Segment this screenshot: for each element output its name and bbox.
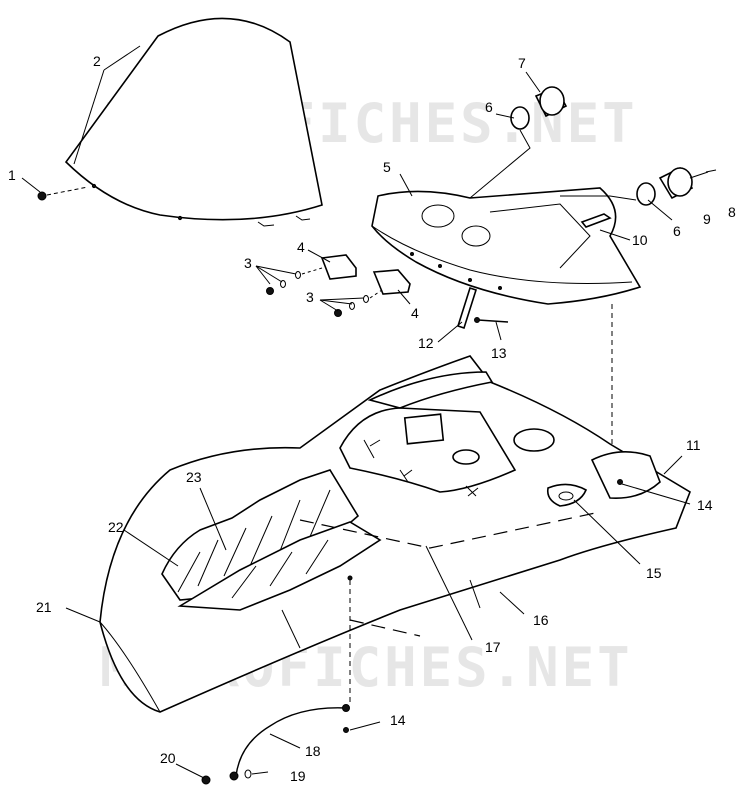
- callout-15: 15: [646, 565, 662, 581]
- instrument-panel: [371, 187, 642, 305]
- callout-22: 22: [108, 519, 124, 535]
- callout-10: 10: [632, 232, 648, 248]
- callout-21: 21: [36, 599, 52, 615]
- callout-3b: 3: [306, 289, 314, 305]
- windshield: [64, 17, 323, 227]
- callout-17: 17: [485, 639, 501, 655]
- hardware-3-upper: [266, 267, 323, 295]
- screw-1: [37, 186, 89, 201]
- callout-23: 23: [186, 469, 202, 485]
- callout-labels: 1 2 3 3 4 4 5 6 6 7 8 9 10 11 12 13 14 1…: [8, 53, 736, 784]
- cable-18: [201, 580, 351, 785]
- callout-6b: 6: [673, 223, 681, 239]
- callout-6a: 6: [485, 99, 493, 115]
- callout-16: 16: [533, 612, 549, 628]
- callout-4a: 4: [297, 239, 305, 255]
- bracket-upper: [320, 254, 357, 280]
- callout-13: 13: [491, 345, 507, 361]
- callout-11: 11: [686, 437, 701, 453]
- callout-4b: 4: [411, 305, 419, 321]
- callout-1: 1: [8, 167, 16, 183]
- harness-12: [457, 286, 477, 330]
- hardware-3-lower: [334, 289, 383, 317]
- callout-5: 5: [383, 159, 391, 175]
- callout-12: 12: [418, 335, 434, 351]
- callout-7: 7: [518, 55, 526, 71]
- callout-18: 18: [305, 743, 321, 759]
- leader-lines-gauges: [469, 129, 717, 201]
- screw-13: [474, 317, 509, 323]
- callout-14b: 14: [390, 712, 406, 728]
- bulb-10: [580, 213, 612, 228]
- gauge-9: [636, 166, 694, 206]
- hood: [99, 355, 691, 713]
- callout-14a: 14: [697, 497, 713, 513]
- bracket-lower: [372, 269, 411, 295]
- callout-3a: 3: [244, 255, 252, 271]
- leader-lines: [21, 45, 691, 779]
- callout-2: 2: [93, 53, 101, 69]
- callout-9: 9: [703, 211, 711, 227]
- callout-8: 8: [728, 204, 736, 220]
- callout-19: 19: [290, 768, 306, 784]
- callout-20: 20: [160, 750, 176, 766]
- gauge-7: [510, 86, 568, 130]
